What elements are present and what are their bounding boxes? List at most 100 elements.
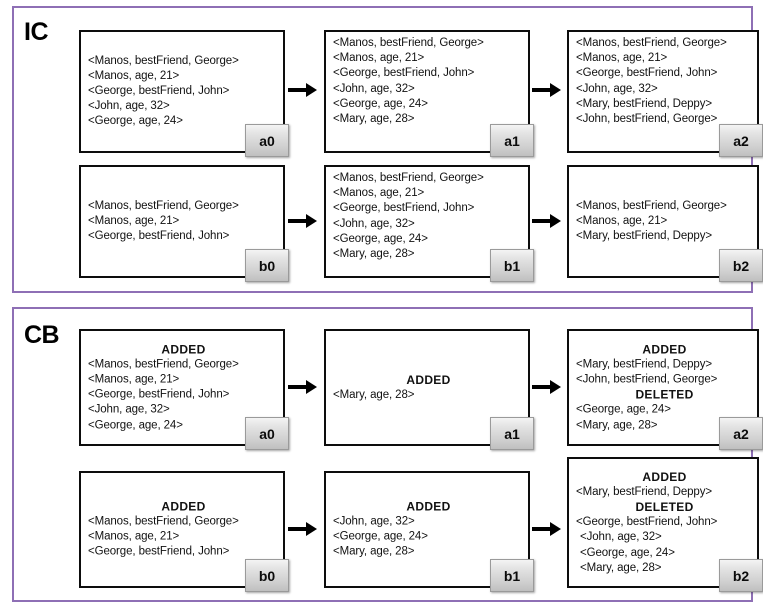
fact-line: <George, age, 24> [88, 115, 183, 128]
panel-ic: IC <Manos, bestFriend, George> <Manos, a… [12, 6, 763, 293]
transition-arrow [288, 377, 318, 397]
fact-line: <Manos, bestFriend, George> [333, 172, 484, 184]
change-list: ADDED <John, age, 32> <George, age, 24> … [333, 499, 524, 560]
state-box-ic-b0[interactable]: <Manos, bestFriend, George> <Manos, age,… [79, 165, 289, 282]
section-header: DELETED [635, 499, 694, 514]
fact-list: <Manos, bestFriend, George> <Manos, age,… [333, 36, 524, 127]
panel-cb: CB ADDED <Manos, bestFriend, George> <Ma… [12, 307, 763, 602]
fact-line: <George, age, 24> [576, 403, 671, 416]
panel-label-cb: CB [24, 321, 60, 349]
state-box-cb-a1[interactable]: ADDED <Mary, age, 28> a1 [324, 329, 534, 450]
fact-line: <George, age, 24> [333, 232, 428, 245]
fact-line: <George, bestFriend, John> [88, 388, 230, 401]
fact-list: <Manos, bestFriend, George> <Manos, age,… [88, 53, 279, 129]
section-header: ADDED [406, 372, 451, 387]
state-box-cb-a0[interactable]: ADDED <Manos, bestFriend, George> <Manos… [79, 329, 289, 450]
fact-line: <Manos, bestFriend, George> [88, 515, 239, 528]
fact-line: <George, bestFriend, John> [88, 545, 230, 558]
state-tag: a1 [490, 417, 534, 450]
fact-line: <George, age, 24> [88, 418, 183, 431]
transition-arrow [532, 519, 562, 539]
section-header: ADDED [642, 469, 687, 484]
state-tag: a0 [245, 417, 289, 450]
fact-line: <John, age, 32> [333, 82, 415, 95]
fact-line: <Mary, age, 28> [333, 545, 415, 558]
fact-line: <George, bestFriend, John> [88, 84, 230, 97]
fact-line: <Manos, bestFriend, George> [576, 37, 727, 49]
state-box-cb-b2[interactable]: ADDED <Mary, bestFriend, Deppy> DELETED … [567, 457, 763, 592]
fact-line: <George, age, 24> [580, 546, 675, 559]
transition-arrow [532, 211, 562, 231]
fact-line: <Manos, age, 21> [576, 52, 668, 65]
fact-line: <Mary, age, 28> [580, 561, 662, 574]
fact-line: <George, age, 24> [333, 97, 428, 110]
fact-line: <John, age, 32> [88, 100, 170, 113]
state-box-ic-b1[interactable]: <Manos, bestFriend, George> <Manos, age,… [324, 165, 534, 282]
fact-line: <John, age, 32> [88, 403, 170, 416]
fact-line: <Mary, bestFriend, Deppy> [576, 358, 712, 371]
section-header: DELETED [635, 387, 694, 402]
transition-arrow [532, 377, 562, 397]
fact-line: <John, age, 32> [333, 515, 415, 528]
fact-line: <George, age, 24> [333, 530, 428, 543]
fact-list: <Manos, bestFriend, George> <Manos, age,… [576, 36, 753, 127]
fact-line: <George, bestFriend, John> [333, 67, 475, 80]
fact-line: <John, bestFriend, George> [576, 373, 718, 386]
panel-label-ic: IC [24, 18, 49, 46]
fact-list: <Manos, bestFriend, George> <Manos, age,… [88, 199, 279, 245]
section-header: ADDED [642, 341, 687, 356]
fact-line: <Mary, bestFriend, Deppy> [576, 230, 712, 243]
change-list: ADDED <Mary, bestFriend, Deppy> DELETED … [576, 469, 753, 575]
change-list: ADDED <Manos, bestFriend, George> <Manos… [88, 499, 279, 560]
fact-line: <George, bestFriend, John> [576, 67, 718, 80]
state-box-ic-b2[interactable]: <Manos, bestFriend, George> <Manos, age,… [567, 165, 763, 282]
state-tag: b2 [719, 559, 763, 592]
fact-line: <George, bestFriend, John> [576, 515, 718, 528]
state-tag: b0 [245, 559, 289, 592]
change-list: ADDED <Mary, age, 28> [333, 372, 524, 402]
fact-line: <Manos, bestFriend, George> [88, 358, 239, 371]
state-tag: a2 [719, 417, 763, 450]
state-box-ic-a1[interactable]: <Manos, bestFriend, George> <Manos, age,… [324, 30, 534, 157]
fact-line: <Mary, bestFriend, Deppy> [576, 485, 712, 498]
state-tag: a1 [490, 124, 534, 157]
fact-line: <Mary, bestFriend, Deppy> [576, 97, 712, 110]
fact-line: <Manos, bestFriend, George> [333, 37, 484, 49]
fact-line: <Manos, age, 21> [333, 52, 425, 65]
section-header: ADDED [161, 499, 206, 514]
fact-line: <Manos, age, 21> [88, 69, 180, 82]
section-header: ADDED [406, 499, 451, 514]
transition-arrow [532, 80, 562, 100]
fact-list: <Manos, bestFriend, George> <Manos, age,… [576, 199, 753, 245]
fact-line: <Manos, bestFriend, George> [88, 54, 239, 67]
fact-line: <John, age, 32> [576, 82, 658, 95]
change-list: ADDED <Mary, bestFriend, Deppy> <John, b… [576, 342, 753, 433]
state-box-cb-b0[interactable]: ADDED <Manos, bestFriend, George> <Manos… [79, 471, 289, 592]
fact-line: <Mary, age, 28> [576, 418, 658, 431]
fact-line: <John, bestFriend, George> [576, 113, 718, 126]
fact-line: <Manos, age, 21> [88, 530, 180, 543]
state-box-ic-a0[interactable]: <Manos, bestFriend, George> <Manos, age,… [79, 30, 289, 157]
section-header: ADDED [161, 341, 206, 356]
fact-line: <Manos, bestFriend, George> [88, 199, 239, 212]
fact-line: <Manos, age, 21> [576, 214, 668, 227]
state-tag: a2 [719, 124, 763, 157]
fact-line: <George, bestFriend, John> [88, 230, 230, 243]
state-tag: b1 [490, 249, 534, 282]
state-box-cb-a2[interactable]: ADDED <Mary, bestFriend, Deppy> <John, b… [567, 329, 763, 450]
fact-line: <Manos, age, 21> [88, 373, 180, 386]
change-list: ADDED <Manos, bestFriend, George> <Manos… [88, 342, 279, 433]
fact-line: <Mary, age, 28> [333, 388, 415, 401]
transition-arrow [288, 211, 318, 231]
fact-line: <John, age, 32> [580, 531, 662, 544]
fact-line: <Manos, age, 21> [88, 214, 180, 227]
state-box-ic-a2[interactable]: <Manos, bestFriend, George> <Manos, age,… [567, 30, 763, 157]
state-tag: b1 [490, 559, 534, 592]
state-tag: a0 [245, 124, 289, 157]
state-box-cb-b1[interactable]: ADDED <John, age, 32> <George, age, 24> … [324, 471, 534, 592]
fact-line: <Manos, age, 21> [333, 187, 425, 200]
fact-line: <Mary, age, 28> [333, 113, 415, 126]
fact-list: <Manos, bestFriend, George> <Manos, age,… [333, 171, 524, 262]
fact-line: <George, bestFriend, John> [333, 202, 475, 215]
